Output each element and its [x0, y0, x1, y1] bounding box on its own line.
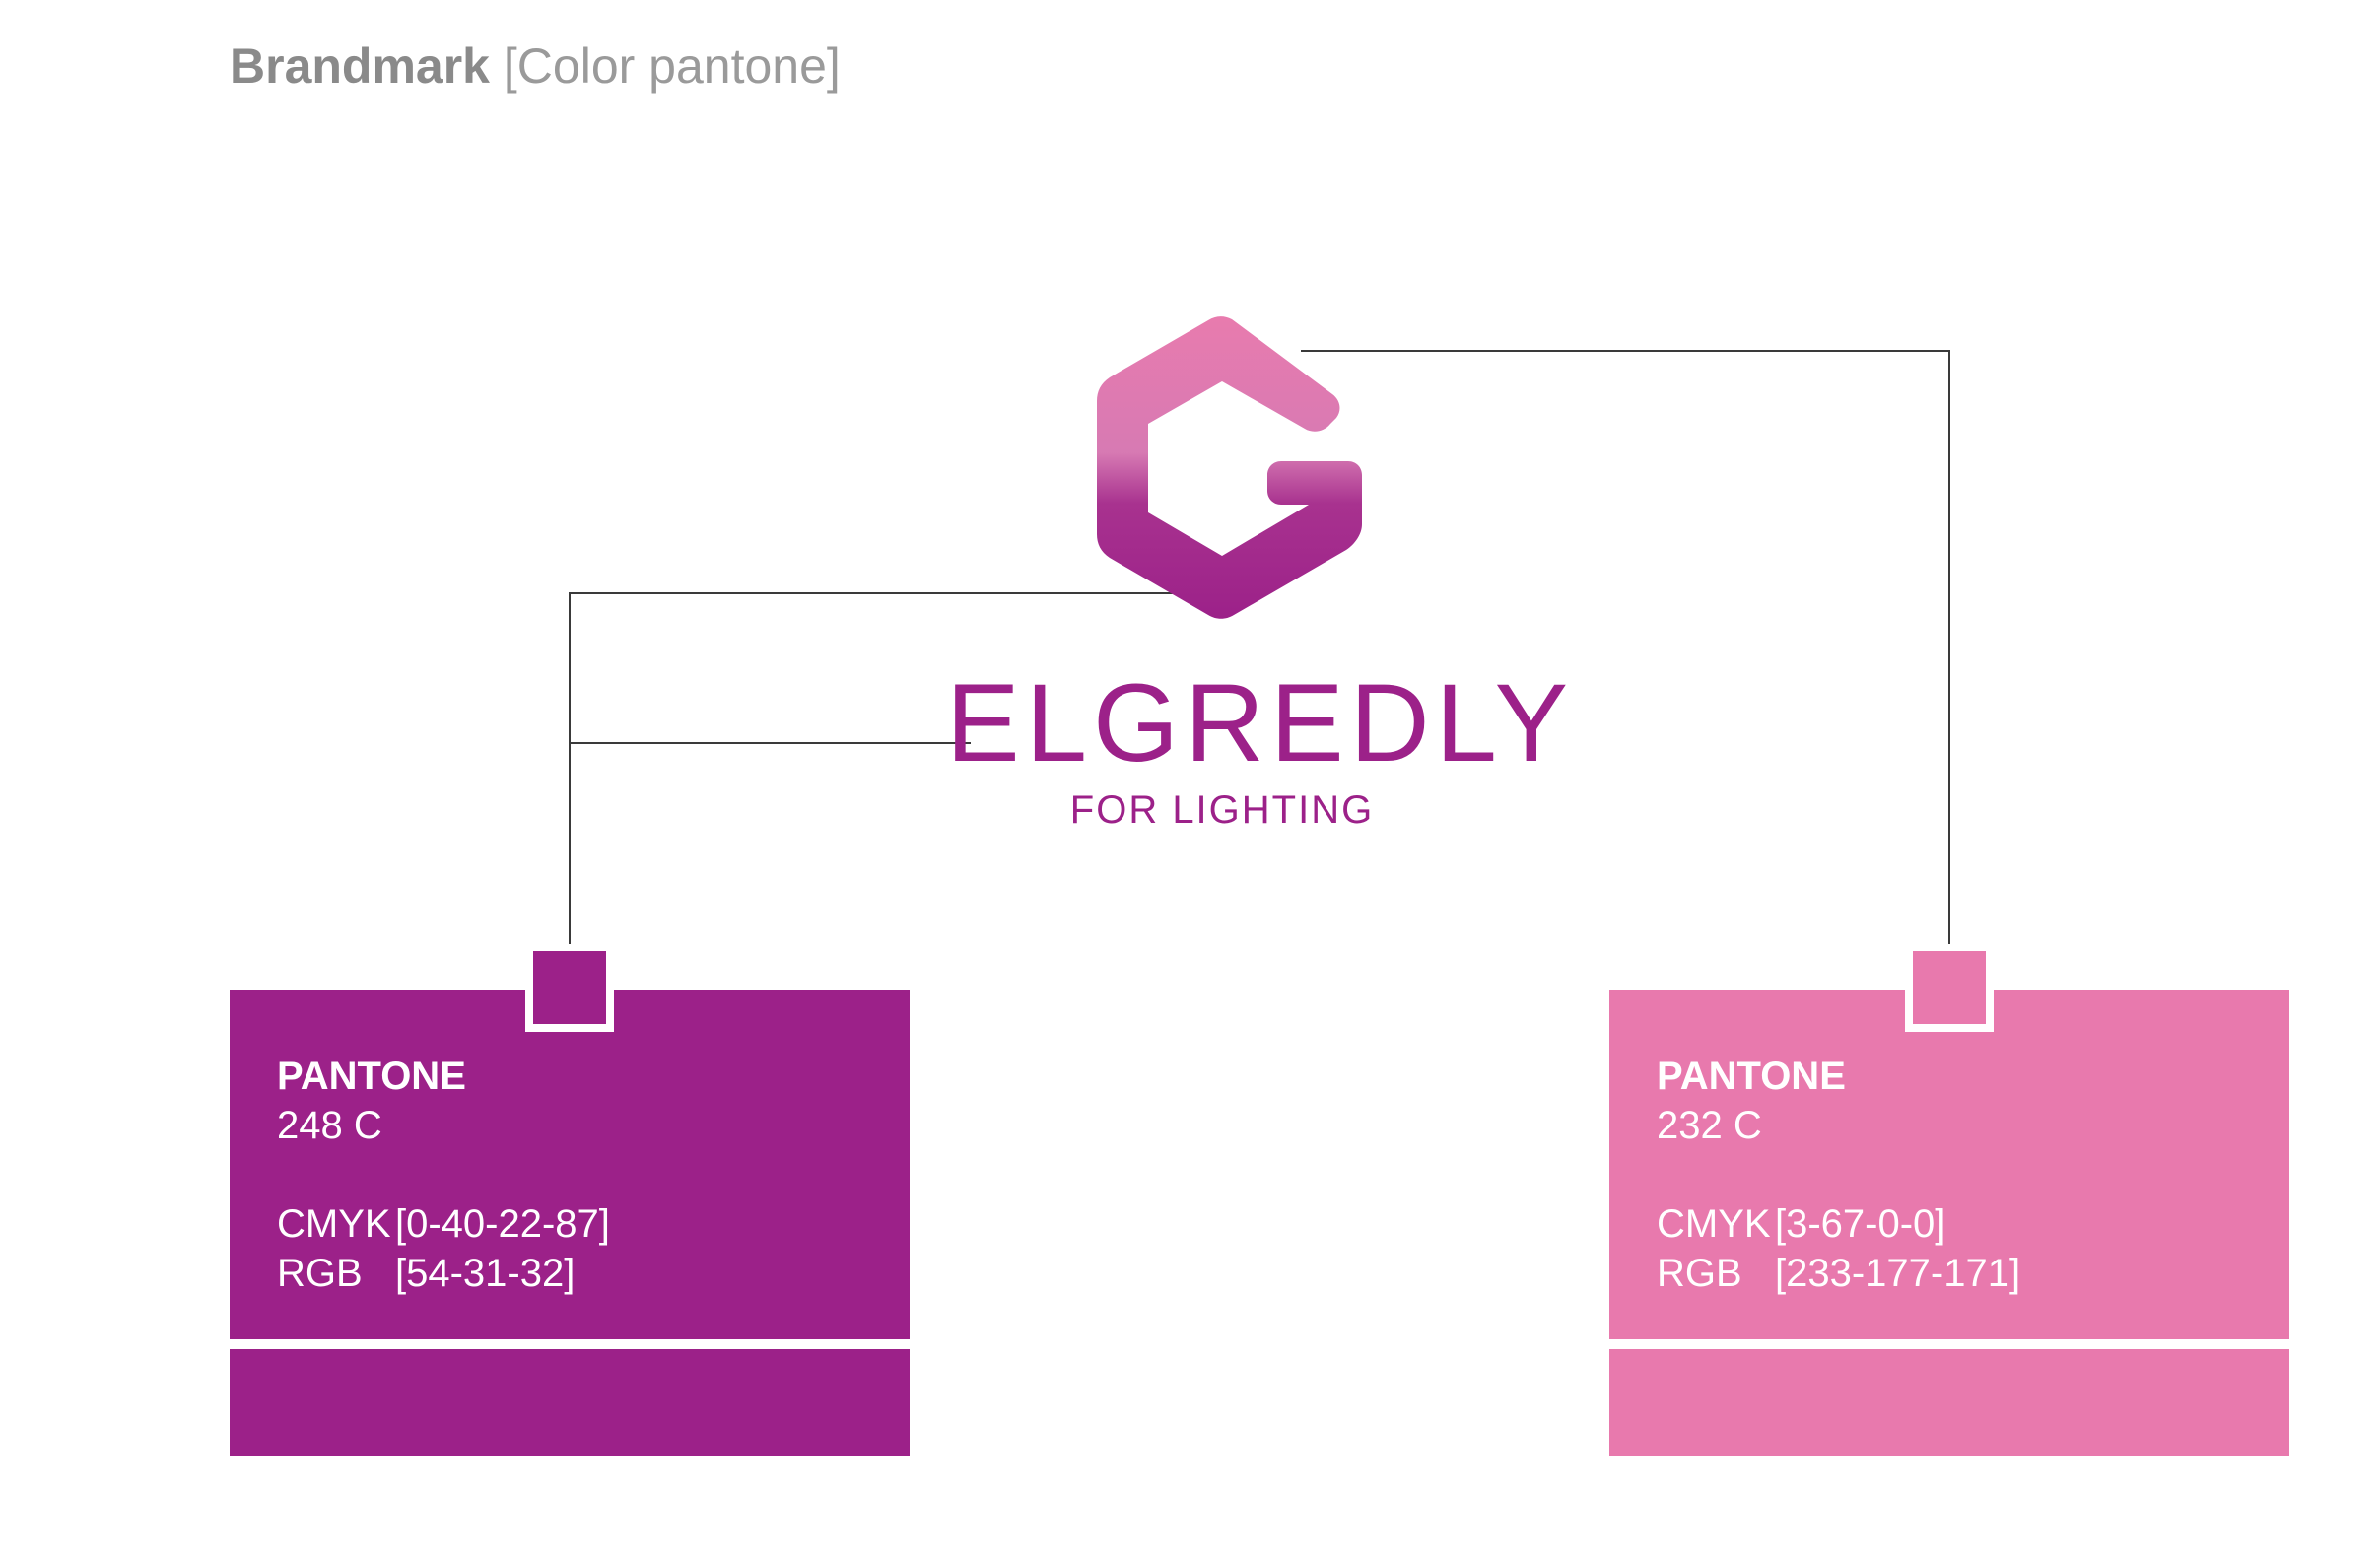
rgb-label: RGB — [1657, 1252, 1742, 1295]
swatch-248c: PANTONE 248 C CMYK[0-40-22-87] RGB [54-31… — [230, 951, 910, 1339]
cmyk-value: [3-67-0-0] — [1775, 1202, 1946, 1246]
heading-light: [Color pantone] — [503, 38, 841, 94]
swatch-248c-strip — [230, 1349, 910, 1456]
swatch-rgb-row: RGB [54-31-32] — [277, 1249, 610, 1298]
swatch-info: PANTONE 232 C CMYK[3-67-0-0] RGB [233-177… — [1657, 1052, 2020, 1298]
page-heading: Brandmark [Color pantone] — [230, 37, 841, 95]
swatch-label: PANTONE — [1657, 1055, 1846, 1098]
cmyk-value: [0-40-22-87] — [395, 1202, 610, 1246]
swatch-cmyk-row: CMYK[0-40-22-87] — [277, 1199, 610, 1249]
swatch-code: 248 C — [277, 1104, 382, 1147]
swatch-info: PANTONE 248 C CMYK[0-40-22-87] RGB [54-31… — [277, 1052, 610, 1298]
swatch-232c: PANTONE 232 C CMYK[3-67-0-0] RGB [233-177… — [1609, 951, 2289, 1339]
swatch-code: 232 C — [1657, 1104, 1762, 1147]
connector-left — [569, 592, 1192, 944]
swatch-cmyk-row: CMYK[3-67-0-0] — [1657, 1199, 2020, 1249]
brand-tagline: FOR LIGHTING — [1069, 788, 1375, 832]
cmyk-label: CMYK — [1657, 1202, 1771, 1246]
swatch-label: PANTONE — [277, 1055, 466, 1098]
swatch-rgb-row: RGB [233-177-171] — [1657, 1249, 2020, 1298]
rgb-value: [54-31-32] — [395, 1252, 576, 1295]
connector-right — [1301, 350, 1950, 944]
swatch-tab — [525, 951, 614, 1032]
hexagon-g-logo-icon — [1097, 316, 1362, 619]
heading-bold: Brandmark — [230, 38, 490, 94]
rgb-value: [233-177-171] — [1775, 1252, 2021, 1295]
brand-wordmark: ELGREDLY — [946, 661, 1575, 784]
swatch-232c-strip — [1609, 1349, 2289, 1456]
cmyk-label: CMYK — [277, 1202, 391, 1246]
swatch-tab — [1905, 951, 1994, 1032]
rgb-label: RGB — [277, 1252, 363, 1295]
